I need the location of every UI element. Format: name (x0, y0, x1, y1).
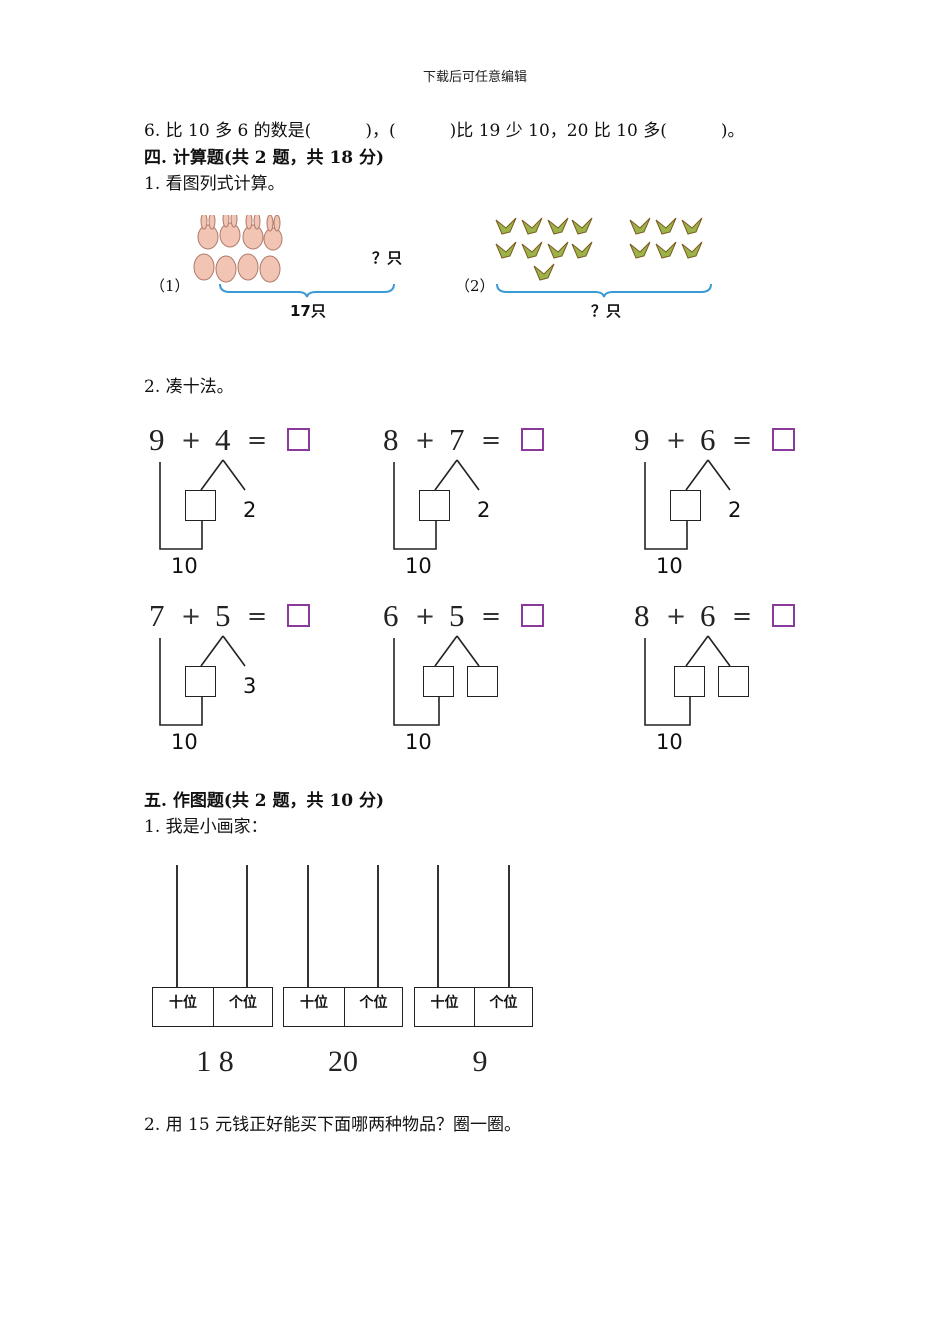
picture-1-total: 17只 (290, 302, 326, 320)
section-5-title: 五. 作图题(共 2 题，共 10 分) (144, 791, 385, 811)
split-box[interactable] (185, 490, 216, 521)
make-ten-problem: 7 +5 = 3 10 (149, 598, 329, 758)
split-box[interactable] (419, 490, 450, 521)
make-ten-problem: 9 +4 = 2 10 (149, 422, 329, 582)
brace-2 (496, 283, 712, 298)
page-header: 下载后可任意编辑 (422, 70, 527, 85)
addend-b: 6 (700, 598, 716, 633)
equals-sign: = (732, 426, 753, 454)
abacus-3-base: 十位 个位 (414, 987, 533, 1027)
section-5-q1: 1. 我是小画家： (144, 817, 268, 837)
addend-b: 6 (700, 422, 716, 457)
make-ten-problem: 6 +5 = 10 (383, 598, 563, 758)
section-4-q1: 1. 看图列式计算。 (144, 174, 285, 194)
abacus-1-base: 十位 个位 (152, 987, 273, 1027)
section-4-title: 四. 计算题(共 2 题，共 18 分) (144, 148, 385, 168)
ten-label: 10 (656, 730, 683, 754)
equals-sign: = (481, 426, 502, 454)
make-ten-problem: 8 +6 = 10 (634, 598, 814, 758)
equals-sign: = (247, 426, 268, 454)
plus-sign: + (666, 426, 687, 454)
abacus-3-tens-rod (437, 865, 439, 988)
answer-box[interactable] (287, 604, 310, 627)
abacus-1-tens-rod (176, 865, 178, 988)
addend-a: 7 (149, 598, 165, 633)
section-5-q2: 2. 用 15 元钱正好能买下面哪两种物品？圈一圈。 (144, 1115, 522, 1135)
split-number: 3 (243, 674, 257, 698)
addend-b: 4 (215, 422, 231, 457)
picture-2-label: （2） (455, 277, 495, 295)
abacus-2-number: 20 (328, 1045, 358, 1078)
equals-sign: = (732, 602, 753, 630)
rabbits-image (193, 215, 283, 283)
plus-sign: + (181, 426, 202, 454)
make-ten-lines (644, 459, 731, 550)
ten-label: 10 (171, 554, 198, 578)
split-box-1[interactable] (423, 666, 454, 697)
split-number: 2 (728, 498, 742, 522)
make-ten-lines (159, 635, 246, 726)
addend-a: 9 (149, 422, 165, 457)
make-ten-problem: 9 +6 = 2 10 (634, 422, 814, 582)
ten-label: 10 (171, 730, 198, 754)
addend-a: 9 (634, 422, 650, 457)
split-box[interactable] (185, 666, 216, 697)
abacus-3-ones-rod (508, 865, 510, 988)
abacus-2-ones-rod (377, 865, 379, 988)
make-ten-lines (393, 459, 480, 550)
picture-1-question: ？只 (372, 249, 403, 267)
plus-sign: + (415, 602, 436, 630)
question-6: 6. 比 10 多 6 的数是( )，( )比 19 少 10，20 比 10 … (144, 121, 745, 141)
addend-b: 5 (449, 598, 465, 633)
abacus-1-ones-rod (246, 865, 248, 988)
addend-a: 6 (383, 598, 399, 633)
addend-a: 8 (634, 598, 650, 633)
make-ten-lines (393, 635, 480, 726)
abacus-2-base: 十位 个位 (283, 987, 403, 1027)
abacus-1-number: 1 8 (196, 1045, 234, 1078)
addend-b: 5 (215, 598, 231, 633)
equals-sign: = (481, 602, 502, 630)
ten-label: 10 (405, 730, 432, 754)
abacus-1-tens-label: 十位 (153, 988, 214, 1026)
abacus-3-ones-label: 个位 (489, 995, 518, 1011)
ten-label: 10 (656, 554, 683, 578)
section-4-q2: 2. 凑十法。 (144, 377, 234, 397)
brace-1 (219, 283, 395, 298)
answer-box[interactable] (772, 428, 795, 451)
split-number: 2 (243, 498, 257, 522)
split-number: 2 (477, 498, 491, 522)
abacus-3-tens-label: 十位 (415, 988, 475, 1026)
abacus-2-tens-label: 十位 (284, 988, 345, 1026)
plus-sign: + (666, 602, 687, 630)
answer-box[interactable] (287, 428, 310, 451)
make-ten-problem: 8 +7 = 2 10 (383, 422, 563, 582)
split-box-2[interactable] (467, 666, 498, 697)
equals-sign: = (247, 602, 268, 630)
addend-b: 7 (449, 422, 465, 457)
split-box[interactable] (670, 490, 701, 521)
make-ten-lines (159, 459, 246, 550)
make-ten-lines (644, 635, 731, 726)
split-box-2[interactable] (718, 666, 749, 697)
answer-box[interactable] (521, 428, 544, 451)
split-box-1[interactable] (674, 666, 705, 697)
plus-sign: + (415, 426, 436, 454)
abacus-3-number: 9 (472, 1045, 488, 1078)
answer-box[interactable] (521, 604, 544, 627)
abacus-1-ones-label: 个位 (229, 995, 257, 1011)
birds-image (495, 217, 703, 281)
addend-a: 8 (383, 422, 399, 457)
abacus-2-ones-label: 个位 (359, 995, 388, 1011)
abacus-2-tens-rod (307, 865, 309, 988)
picture-1-label: （1） (150, 277, 190, 295)
picture-2-total: ？只 (591, 302, 622, 320)
answer-box[interactable] (772, 604, 795, 627)
ten-label: 10 (405, 554, 432, 578)
plus-sign: + (181, 602, 202, 630)
